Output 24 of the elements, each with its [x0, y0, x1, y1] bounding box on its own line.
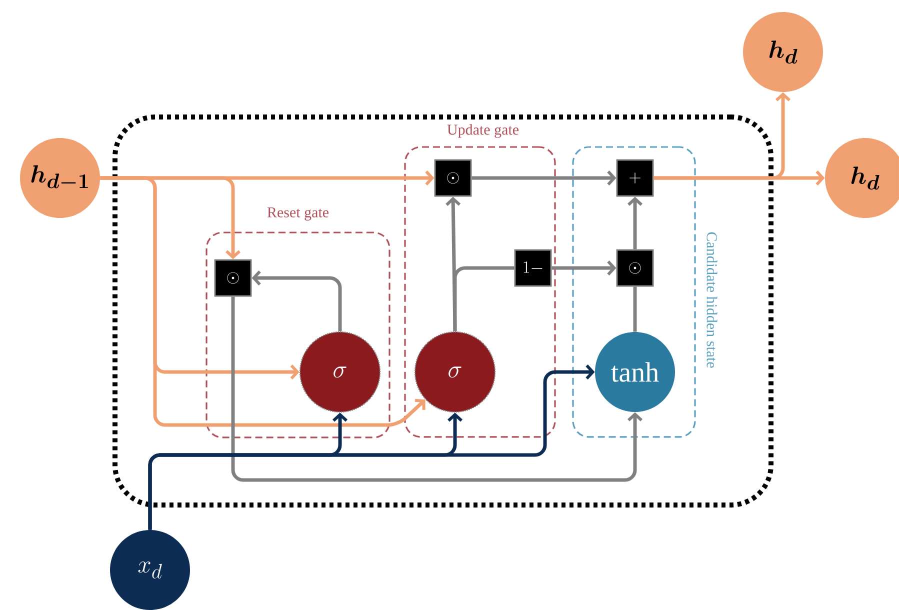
circle-node: $\sigma$	[299, 331, 381, 413]
cell-frame	[112, 114, 774, 508]
arrow	[100, 176, 426, 427]
operation-box: $1-$	[514, 249, 552, 287]
circle-node: $x_d$	[110, 530, 190, 610]
operation-box: $+$	[616, 159, 654, 197]
arrow	[446, 196, 461, 332]
arrow	[627, 196, 643, 250]
circle-node: $\sigma$	[414, 331, 496, 413]
node-label: Candidate hidden state	[706, 232, 718, 368]
arrow	[654, 92, 791, 180]
node-label: Reset gate	[267, 207, 329, 221]
circle-node: $h_d$	[743, 12, 823, 92]
circle-node: $h_{d-1}$	[20, 138, 100, 218]
arrow	[148, 364, 595, 530]
circle-node: $\tanh$	[595, 332, 675, 412]
arrow	[472, 170, 616, 186]
operation-box: $\odot$	[434, 159, 472, 197]
operation-box: $\odot$	[616, 249, 654, 287]
operation-box: $\odot$	[214, 259, 252, 297]
arrow	[231, 296, 643, 482]
arrow	[252, 270, 342, 332]
arrow	[552, 260, 616, 276]
node-label: Update gate	[447, 124, 519, 138]
